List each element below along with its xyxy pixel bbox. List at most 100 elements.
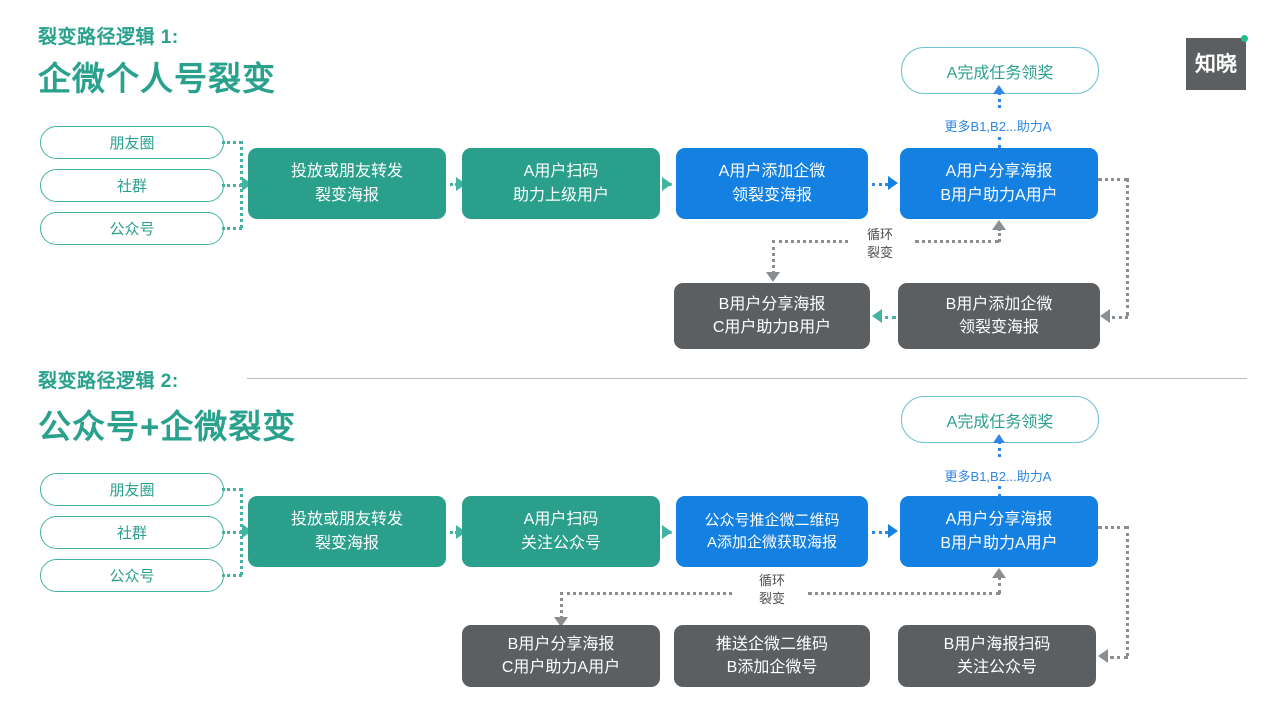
box-line-2: 裂变海报 bbox=[314, 186, 379, 204]
arrow-loop-1-up bbox=[992, 220, 1006, 230]
box-line-1: B用户海报扫码 bbox=[943, 635, 1051, 653]
box-line-2: 领裂变海报 bbox=[731, 186, 812, 204]
flow-box-2-3[interactable]: 公众号推企微二维码 A添加企微获取海报 bbox=[676, 496, 868, 567]
connector-goal-1-upper bbox=[998, 92, 1001, 108]
flow-box-1-3[interactable]: A用户添加企微 领裂变海报 bbox=[676, 148, 868, 219]
box-line-1: 公众号推企微二维码 bbox=[704, 511, 840, 529]
arrow-2-1to2 bbox=[456, 525, 466, 539]
loop-box-2-1[interactable]: B用户分享海报 C用户助力A用户 bbox=[462, 625, 660, 687]
arrow-loop-1-left bbox=[872, 309, 882, 323]
connector-loop-1-down bbox=[772, 240, 775, 274]
arrow-goal-1 bbox=[993, 85, 1005, 94]
arrow-into-flow-2 bbox=[242, 524, 252, 538]
arrow-into-flow-1 bbox=[242, 177, 252, 191]
box-line-2: 领裂变海报 bbox=[958, 319, 1039, 336]
sidebar-item-shequn-2[interactable]: 社群 bbox=[40, 516, 224, 549]
arrow-1-1to2 bbox=[456, 177, 466, 191]
loop-box-1-2[interactable]: B用户添加企微 领裂变海报 bbox=[898, 283, 1100, 349]
connector-goal-2-lower bbox=[998, 486, 1001, 497]
section-1-kicker: 裂变路径逻辑 1: bbox=[38, 27, 179, 48]
connector-return-1-vert bbox=[1126, 178, 1129, 316]
sidebar-item-pengyouquan-2[interactable]: 朋友圈 bbox=[40, 473, 224, 506]
connector-pill2-bus bbox=[240, 488, 243, 575]
flow-box-2-4[interactable]: A用户分享海报 B用户助力A用户 bbox=[900, 496, 1098, 567]
goal-label: A完成任务领奖 bbox=[946, 64, 1054, 82]
loop-note-line-2: 裂变 bbox=[758, 590, 785, 606]
pill-label: 社群 bbox=[116, 178, 147, 195]
arrow-2-2to3 bbox=[662, 525, 672, 539]
connector-1-3to4 bbox=[872, 183, 894, 186]
box-line-1: B用户添加企微 bbox=[945, 295, 1053, 313]
connector-pill-bus bbox=[240, 141, 243, 228]
connector-loop-2-rail-left bbox=[560, 592, 732, 595]
connector-pill1 bbox=[222, 141, 242, 144]
connector-return-2-vert bbox=[1126, 526, 1129, 656]
connector-loop-1-top-right bbox=[915, 240, 999, 243]
box-line-1: B用户分享海报 bbox=[507, 635, 615, 653]
connector-2-3to4 bbox=[872, 531, 894, 534]
box-line-2: B用户助力A用户 bbox=[940, 534, 1058, 552]
flow-box-1-4[interactable]: A用户分享海报 B用户助力A用户 bbox=[900, 148, 1098, 219]
flow-box-1-1[interactable]: 投放或朋友转发 裂变海报 bbox=[248, 148, 446, 219]
zhixiao-logo: 知晓 bbox=[1186, 35, 1248, 90]
loop-box-2-3[interactable]: B用户海报扫码 关注公众号 bbox=[898, 625, 1096, 687]
section-2-kicker: 裂变路径逻辑 2: bbox=[38, 371, 179, 392]
connector-loop-2-rail-right bbox=[808, 592, 1000, 595]
connector-loop-1-mid bbox=[878, 316, 896, 319]
connector-pill3 bbox=[222, 227, 242, 230]
box-line-1: A用户分享海报 bbox=[945, 163, 1053, 181]
flow-box-2-1[interactable]: 投放或朋友转发 裂变海报 bbox=[248, 496, 446, 567]
arrow-loop-1-down bbox=[766, 272, 780, 282]
flow-box-1-2[interactable]: A用户扫码 助力上级用户 bbox=[462, 148, 660, 219]
loop-box-2-2[interactable]: 推送企微二维码 B添加企微号 bbox=[674, 625, 870, 687]
box-line-1: 投放或朋友转发 bbox=[290, 163, 403, 181]
connector-goal-2-upper bbox=[998, 441, 1001, 457]
connector-return-1-bottom bbox=[1112, 316, 1128, 319]
connector-loop-2-up bbox=[998, 576, 1001, 594]
goal-note-1: 更多B1,B2...助力A bbox=[944, 119, 1052, 134]
sidebar-item-gongzhonghao-1[interactable]: 公众号 bbox=[40, 212, 224, 245]
connector-pill2-2 bbox=[222, 531, 242, 534]
pill-label: 朋友圈 bbox=[109, 482, 155, 499]
connector-loop-1-up bbox=[998, 228, 1001, 242]
connector-pill2-1 bbox=[222, 488, 242, 491]
box-line-2: 关注公众号 bbox=[520, 534, 601, 552]
sidebar-item-gongzhonghao-2[interactable]: 公众号 bbox=[40, 559, 224, 592]
box-line-2: C用户助力A用户 bbox=[501, 659, 621, 676]
box-line-2: C用户助力B用户 bbox=[712, 319, 832, 336]
sidebar-item-shequn-1[interactable]: 社群 bbox=[40, 169, 224, 202]
logo-dot-icon bbox=[1241, 35, 1248, 42]
connector-return-2-bottom bbox=[1110, 656, 1128, 659]
flow-box-2-2[interactable]: A用户扫码 关注公众号 bbox=[462, 496, 660, 567]
section-1-title: 企微个人号裂变 bbox=[38, 60, 276, 97]
arrow-loop-2-down bbox=[554, 617, 568, 627]
loop-note-line-1: 循环 bbox=[866, 227, 893, 242]
arrow-loop-2-up bbox=[992, 568, 1006, 578]
box-line-2: B用户助力A用户 bbox=[940, 186, 1058, 204]
box-line-1: 投放或朋友转发 bbox=[290, 511, 403, 529]
arrow-1-2to3 bbox=[662, 177, 672, 191]
box-line-1: A用户扫码 bbox=[523, 163, 599, 181]
goal-label: A完成任务领奖 bbox=[946, 413, 1054, 431]
arrow-return-2 bbox=[1098, 649, 1108, 663]
connector-return-2-top bbox=[1098, 526, 1128, 529]
arrow-1-3to4 bbox=[888, 176, 898, 190]
box-line-2: 关注公众号 bbox=[956, 659, 1037, 676]
connector-1-1to2 bbox=[450, 183, 458, 186]
section-divider bbox=[247, 378, 1247, 379]
connector-return-1-top bbox=[1098, 178, 1128, 181]
arrow-goal-2 bbox=[993, 434, 1005, 443]
sidebar-item-pengyouquan-1[interactable]: 朋友圈 bbox=[40, 126, 224, 159]
loop-note-2: 循环 裂变 bbox=[737, 572, 807, 607]
box-line-1: A用户分享海报 bbox=[945, 511, 1053, 529]
pill-label: 社群 bbox=[116, 525, 147, 542]
arrow-return-1 bbox=[1100, 309, 1110, 323]
box-line-1: A用户扫码 bbox=[523, 511, 599, 529]
loop-note-1: 循环 裂变 bbox=[845, 226, 915, 261]
box-line-2: B添加企微号 bbox=[726, 659, 818, 676]
connector-goal-1-lower bbox=[998, 137, 1001, 148]
goal-note-2: 更多B1,B2...助力A bbox=[944, 469, 1052, 484]
box-line-1: 推送企微二维码 bbox=[715, 635, 828, 653]
loop-box-1-1[interactable]: B用户分享海报 C用户助力B用户 bbox=[674, 283, 870, 349]
